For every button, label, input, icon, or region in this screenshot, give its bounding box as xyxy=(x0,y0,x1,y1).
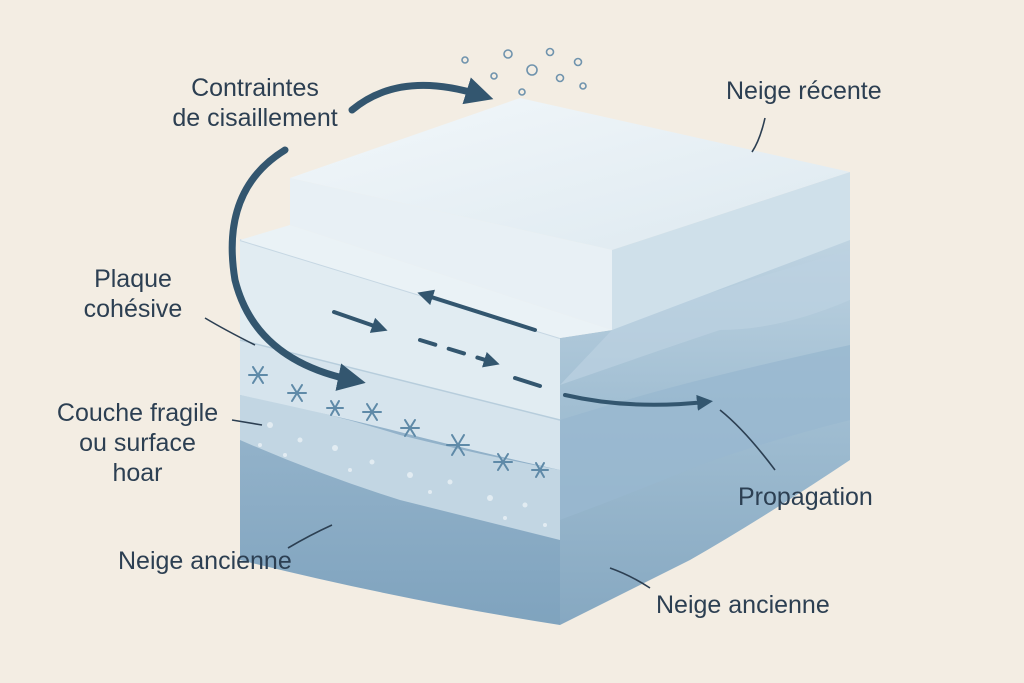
label-propagation: Propagation xyxy=(738,483,873,511)
label-old-snow-left: Neige ancienne xyxy=(118,547,292,575)
snow-particles xyxy=(461,47,587,96)
label-weak-line3: hoar xyxy=(112,459,163,487)
label-slab-line1: Plaque xyxy=(94,265,172,293)
label-shear-line2: de cisaillement xyxy=(172,104,338,132)
label-weak-line2: ou surface xyxy=(79,429,196,457)
label-slab-line2: cohésive xyxy=(83,295,183,323)
propagation-arrow-icon xyxy=(563,393,713,411)
slab-top-surface xyxy=(240,225,612,338)
weak-layer-granular xyxy=(240,395,560,540)
leader-lines xyxy=(204,117,776,589)
label-old-snow-right: Neige ancienne xyxy=(656,591,830,619)
label-fresh-snow: Neige récente xyxy=(726,77,882,105)
label-cohesive-slab: Plaque cohésive xyxy=(68,264,198,324)
cohesive-slab-front xyxy=(240,240,560,420)
granular-texture xyxy=(258,422,547,527)
label-shear-stress: Contraintes de cisaillement xyxy=(150,73,360,133)
label-weak-layer: Couche fragile ou surface hoar xyxy=(40,398,235,488)
fresh-snow-block xyxy=(290,98,850,330)
label-weak-line1: Couche fragile xyxy=(56,399,219,427)
shear-arrow-icon xyxy=(228,77,542,391)
label-shear-line1: Contraintes xyxy=(191,74,319,102)
snowflake-icon xyxy=(248,366,549,478)
